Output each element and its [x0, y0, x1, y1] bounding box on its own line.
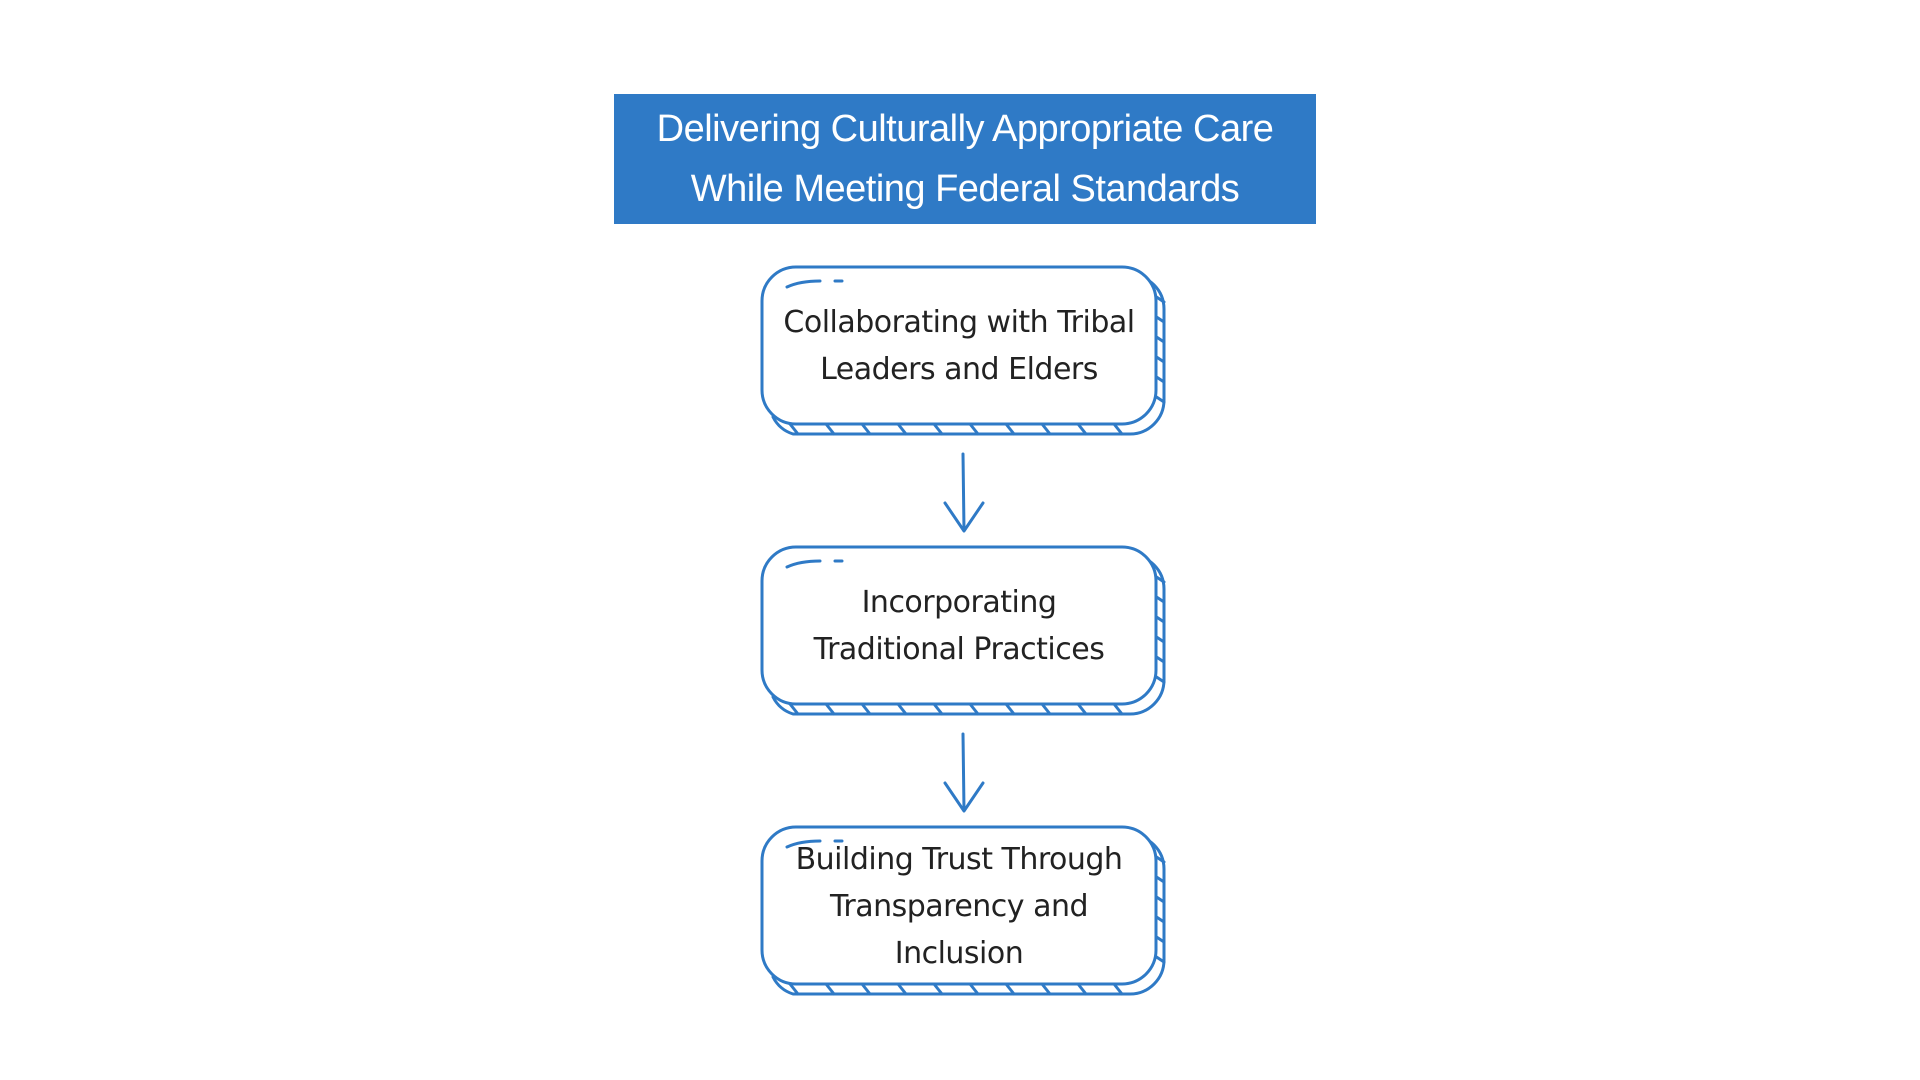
node-label-2: Incorporating Traditional Practices — [769, 551, 1149, 701]
node-2-line-1: Incorporating — [861, 585, 1057, 620]
node-3-line-1: Building Trust Through — [795, 841, 1123, 877]
node-box-2 — [760, 545, 1166, 716]
title-line-2: While Meeting Federal Standards — [690, 168, 1240, 210]
arrow-down-icon — [943, 732, 985, 813]
node-label-1: Collaborating with Tribal Leaders and El… — [769, 271, 1149, 421]
node-label-3: Building Trust Through Transparency and … — [769, 831, 1149, 981]
node-2-line-2: Traditional Practices — [813, 632, 1105, 667]
node-1-line-2: Leaders and Elders — [820, 352, 1098, 387]
node-box-1 — [760, 265, 1166, 436]
arrow-down-icon — [943, 452, 985, 533]
title-banner: Delivering Culturally Appropriate Care W… — [614, 94, 1316, 224]
title-line-1: Delivering Culturally Appropriate Care — [656, 108, 1274, 150]
title-text: Delivering Culturally Appropriate Care W… — [657, 99, 1274, 219]
node-3-line-2: Transparency and Inclusion — [829, 888, 1089, 971]
node-1-line-1: Collaborating with Tribal — [783, 305, 1135, 340]
node-box-3 — [760, 825, 1166, 996]
